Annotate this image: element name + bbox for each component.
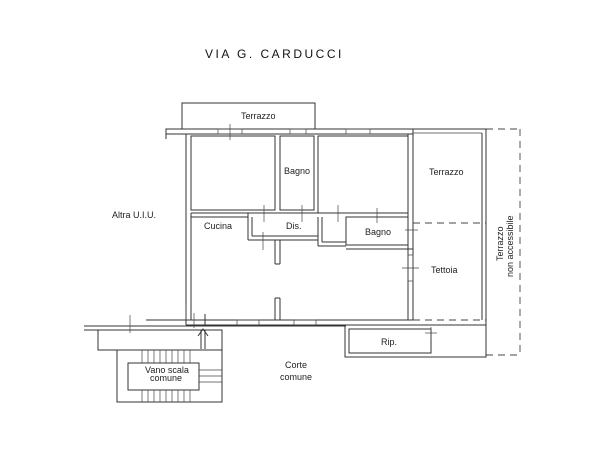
label-corte-1: Corte — [285, 360, 307, 370]
label-altra-uiu: Altra U.I.U. — [112, 210, 156, 220]
label-terrazzo-right: Terrazzo — [429, 167, 464, 177]
label-terrazzo-non-acc-2: non accessibile — [505, 215, 515, 277]
left-boundary — [84, 325, 346, 331]
terrace-right — [413, 128, 521, 356]
entrance-arrow — [197, 314, 209, 349]
label-vano-scala-2: comune — [150, 373, 182, 383]
label-dis: Dis. — [286, 221, 302, 231]
building-walls — [146, 128, 414, 326]
label-terrazzo-non-acc-1: Terrazzo — [495, 226, 505, 261]
label-terrazzo-non-accessibile: Terrazzo non accessibile — [495, 215, 515, 277]
stairwell — [97, 329, 223, 403]
label-bagno-small: Bagno — [365, 227, 391, 237]
label-corte-2: comune — [280, 372, 312, 382]
label-bagno-top: Bagno — [284, 166, 310, 176]
label-terrazzo-top: Terrazzo — [241, 111, 276, 121]
label-rip: Rip. — [381, 337, 397, 347]
window-marks — [129, 124, 437, 340]
street-name: VIA G. CARDUCCI — [205, 47, 344, 61]
storage-room — [344, 324, 487, 358]
label-tettoia: Tettoia — [431, 265, 458, 275]
label-cucina: Cucina — [204, 221, 232, 231]
label-vano-scala-1: Vano scala — [145, 365, 189, 375]
